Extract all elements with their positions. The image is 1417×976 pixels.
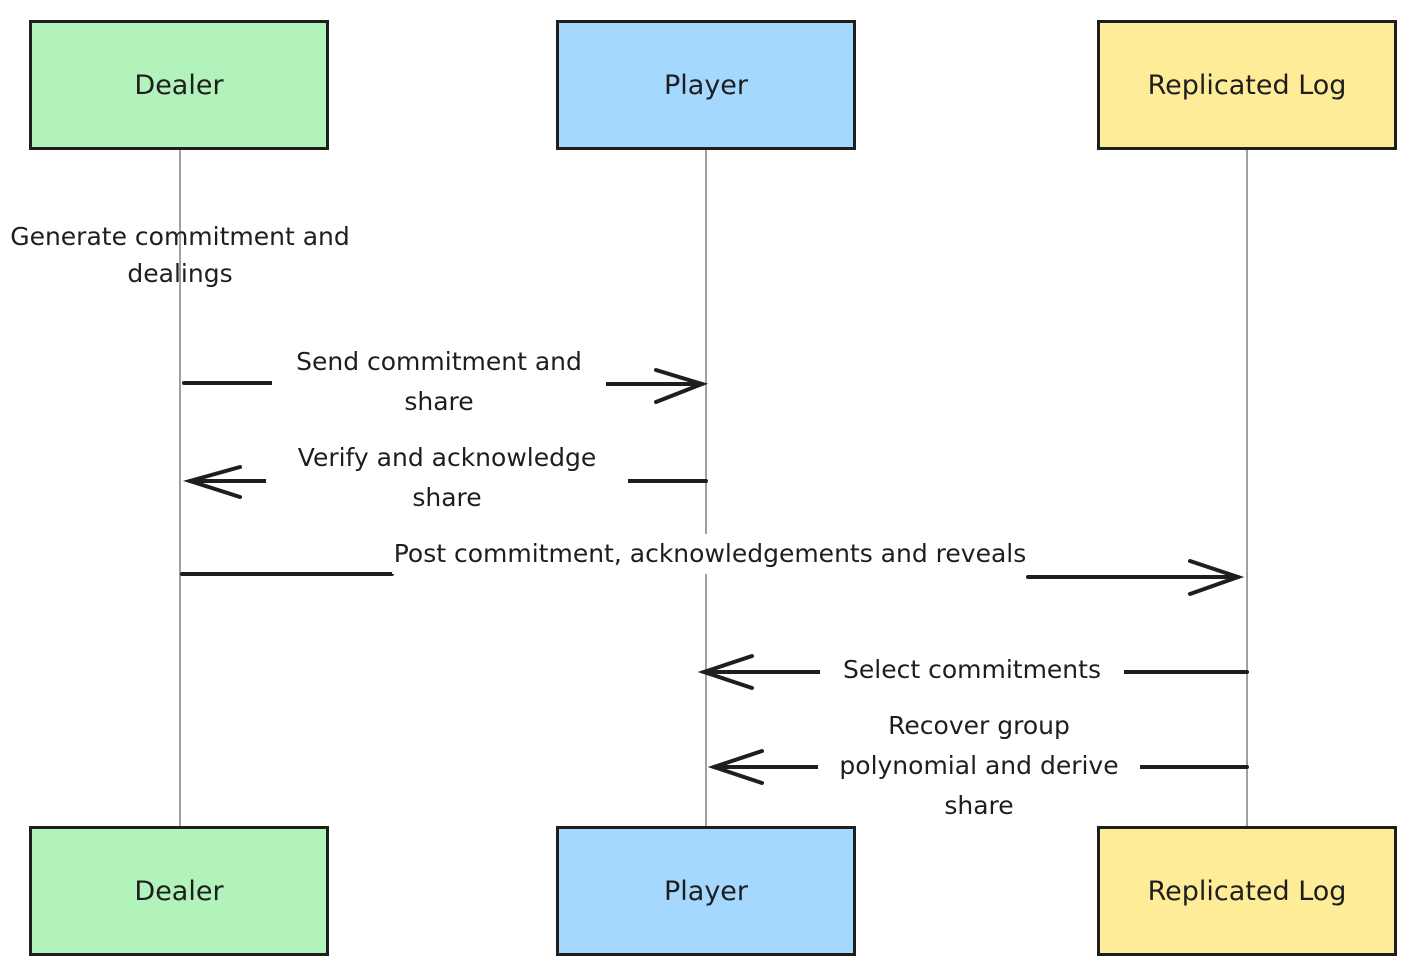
participant-label: Dealer (134, 875, 224, 907)
message-label-2: Verify and acknowledge share (266, 438, 628, 518)
participant-label: Replicated Log (1147, 69, 1347, 101)
participant-label: Dealer (134, 69, 224, 101)
participant-log-bottom: Replicated Log (1097, 826, 1397, 956)
message-arrow-3 (180, 559, 1245, 596)
dealer-note: Generate commitment and dealings (10, 222, 350, 288)
message-arrow-5 (707, 749, 1249, 785)
message-label-5: Recover group polynomial and derive shar… (818, 706, 1140, 826)
message-arrow-4 (697, 654, 1249, 690)
participant-player-bottom: Player (556, 826, 856, 956)
message-arrow-1 (182, 368, 709, 404)
message-label-3: Post commitment, acknowledgements and re… (392, 534, 1028, 574)
message-arrow-2 (183, 465, 708, 499)
participant-player-top: Player (556, 20, 856, 150)
participant-label: Replicated Log (1147, 875, 1347, 907)
participant-label: Player (663, 875, 749, 907)
participant-dealer-bottom: Dealer (29, 826, 329, 956)
message-label-4: Select commitments (820, 650, 1124, 690)
participant-label: Player (663, 69, 749, 101)
participant-log-top: Replicated Log (1097, 20, 1397, 150)
message-label-1: Send commitment and share (272, 342, 606, 422)
participant-dealer-top: Dealer (29, 20, 329, 150)
